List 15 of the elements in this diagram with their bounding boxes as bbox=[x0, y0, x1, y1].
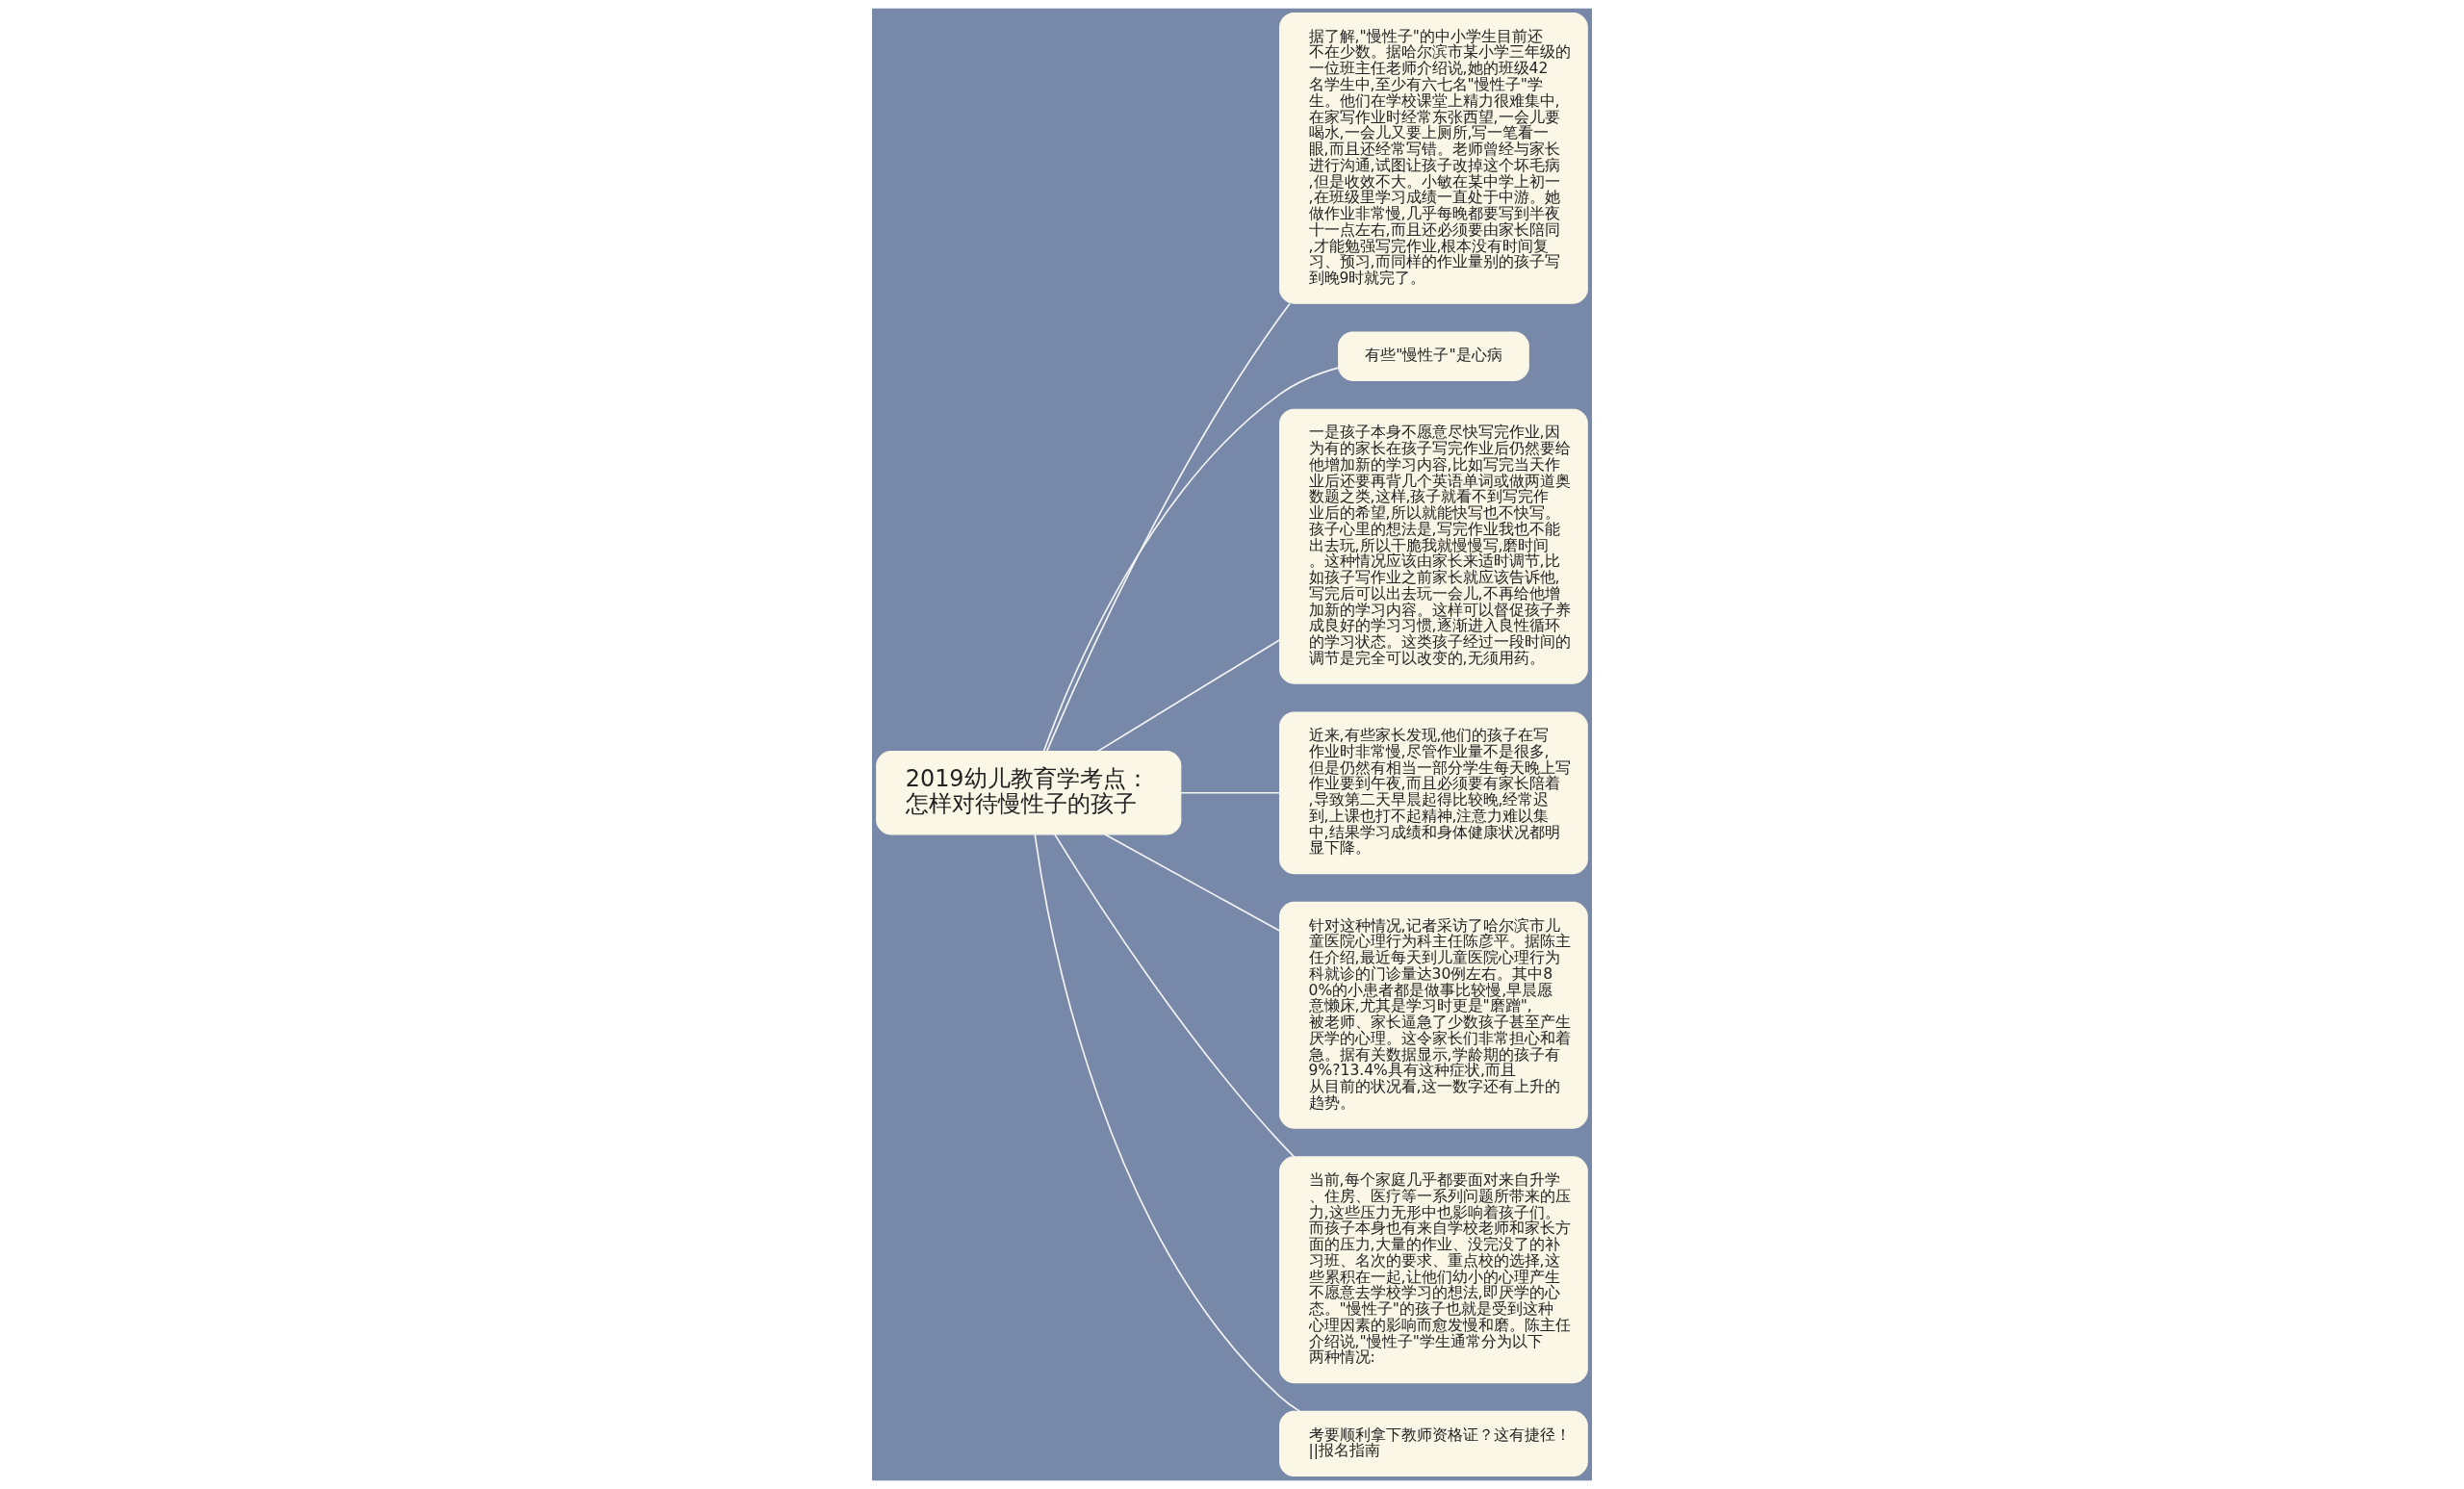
node-box: 针对这种情况,记者采访了哈尔滨市儿童医院心理行为科主任陈彦平。据陈主任介绍,最近每天到儿童医院心理行为科就诊的门诊量达30例左右。其中80%的小患者都是做事比较慢,早晨愿意懒床,尤其是学习时更是"磨蹭",被老师、家长逼急了少数孩子甚至产生厌学的心理。这令家长们非常担心和着急。据有关数据显示,学龄期的孩子有9%?13.4%具有这种症状,而且从目前的状况看,这一数字还有上升的趋势。 bbox=[1279, 901, 1588, 1129]
node-box: 一是孩子本身不愿意尽快写完作业,因为有的家长在孩子写完作业后仍然要给他增加新的学习内容,比如写完当天作业后还要再背几个英语单词或做两道奥数题之类,这样,孩子就看不到写完作业后的希望,所以就能快写也不快写。孩子心里的想法是,写完作业我也不能出去玩,所以干脆我就慢慢写,磨时间。这种情况应该由家长来适时调节,比如孩子写作业之前家长就应该告诉他,写完后可以出去玩一会儿,不再给他增加新的学习内容。这样可以督促孩子养成良好的学习习惯,逐渐进入良性循环的学习状态。这类孩子经过一段时间的调节是完全可以改变的,无须用药。 bbox=[1279, 408, 1588, 684]
connector bbox=[1045, 302, 1291, 753]
node-box: 考要顺利拿下教师资格证？这有捷径！||报名指南 bbox=[1279, 1410, 1588, 1477]
connector bbox=[1180, 791, 1281, 794]
node-box: 近来,有些家长发现,他们的孩子在写作业时非常慢,尽管作业量不是很多,但是仍然有相当一部分学生每天晚上写作业要到午夜,而且必须要有家长陪着,导致第二天早晨起得比较晚,经常迟到,上课也打不起精神,注意力难以集中,结果学习成绩和身体健康状况都明显下降。 bbox=[1279, 711, 1588, 875]
connector bbox=[1104, 834, 1281, 932]
connector bbox=[1042, 367, 1340, 753]
node-box: 有些"慢性子"是心病 bbox=[1338, 331, 1529, 381]
connector bbox=[1054, 834, 1296, 1158]
node-box: 据了解,"慢性子"的中小学生目前还不在少数。据哈尔滨市某小学三年级的一位班主任老师介绍说,她的班级42名学生中,至少有六七名"慢性子"学生。他们在学校课堂上精力很难集中,在家写作业时经常东张西望,一会儿要喝水,一会儿又要上厕所,写一笔看一眼,而且还经常写错。老师曾经与家长进行沟通,试图让孩子改掉这个坏毛病,但是收效不大。小敏在某中学上初一,在班级里学习成绩一直处于中游。她做作业非常慢,几乎每晚都要写到半夜十一点左右,而且还必须要由家长陪同,才能勉强写完作业,根本没有时间复习、预习,而同样的作业量别的孩子写到晚9时就完了。 bbox=[1279, 12, 1588, 304]
connector bbox=[1096, 638, 1281, 753]
node-box: 2019幼儿教育学考点：怎样对待慢性子的孩子 bbox=[876, 751, 1182, 835]
connector bbox=[1034, 834, 1301, 1413]
node-box: 当前,每个家庭几乎都要面对来自升学、住房、医疗等一系列问题所带来的压力,这些压力无形中也影响着孩子们。而孩子本身也有来自学校老师和家长方面的压力,大量的作业、没完没了的补习班、名次的要求、重点校的选择,这些累积在一起,让他们幼小的心理产生不愿意去学校学习的想法,即厌学的心态。"慢性子"的孩子也就是受到这种心理因素的影响而愈发慢和磨。陈主任介绍说,"慢性子"学生通常分为以下两种情况: bbox=[1279, 1156, 1588, 1384]
